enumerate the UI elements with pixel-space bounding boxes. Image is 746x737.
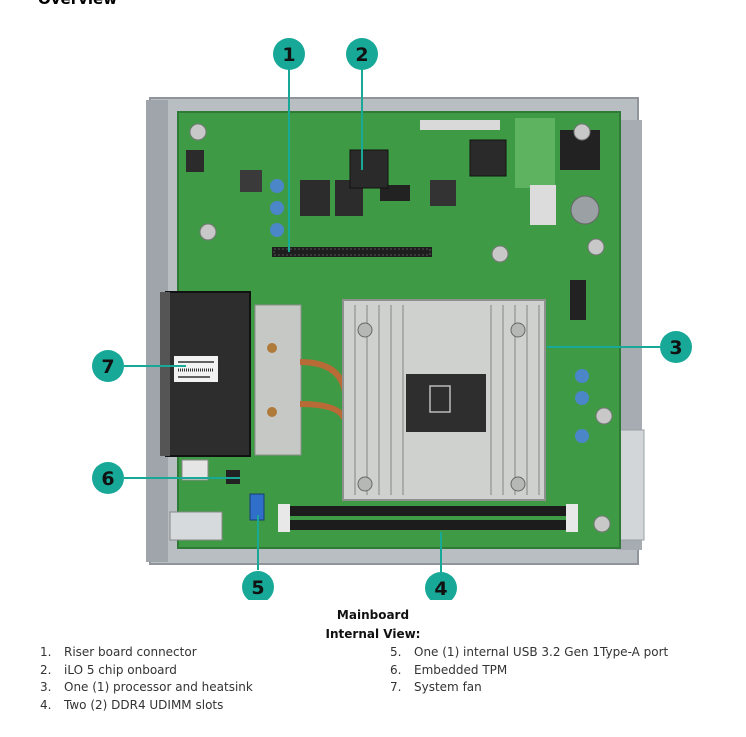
legend-item: 1.Riser board connector <box>40 645 197 659</box>
udimm-slots <box>278 504 578 532</box>
callout-5-label: 5 <box>251 577 264 599</box>
legend-item: 3.One (1) processor and heatsink <box>40 680 253 694</box>
caption-title: Mainboard <box>336 608 410 622</box>
legend-item: 7.System fan <box>390 680 482 694</box>
callout-4: 4 <box>425 572 457 600</box>
riser-board-connector <box>272 247 432 257</box>
callout-leaders <box>124 66 660 575</box>
callout-1: 1 <box>273 38 305 70</box>
section-heading: Overview <box>38 0 117 8</box>
legend-left: 1.Riser board connector 2.iLO 5 chip onb… <box>40 644 253 714</box>
callout-7: 7 <box>92 350 124 382</box>
legend-item: 2.iLO 5 chip onboard <box>40 662 177 677</box>
legend-item: 5.One (1) internal USB 3.2 Gen 1Type-A p… <box>390 645 669 659</box>
callout-3: 3 <box>660 331 692 363</box>
callout-7-label: 7 <box>101 356 114 378</box>
callout-6: 6 <box>92 462 124 494</box>
usb-port <box>169 493 265 541</box>
ilo-chip <box>349 139 507 189</box>
callout-2: 2 <box>346 38 378 70</box>
callout-2-label: 2 <box>355 44 368 66</box>
callout-5: 5 <box>242 571 274 600</box>
processor-heatsink <box>254 299 546 501</box>
callout-4-label: 4 <box>434 578 447 600</box>
mainboard-photo: 1 2 3 4 5 6 7 <box>92 38 692 600</box>
system-fan <box>160 291 251 457</box>
callout-3-label: 3 <box>669 337 682 359</box>
callout-6-label: 6 <box>101 468 114 490</box>
callout-1-label: 1 <box>282 44 295 66</box>
legend-right: 5.One (1) internal USB 3.2 Gen 1Type-A p… <box>390 644 668 697</box>
legend-item: 6.Embedded TPM <box>390 662 508 677</box>
caption-subtitle: Internal View: <box>325 627 421 641</box>
legend-item: 4.Two (2) DDR4 UDIMM slots <box>40 697 224 712</box>
